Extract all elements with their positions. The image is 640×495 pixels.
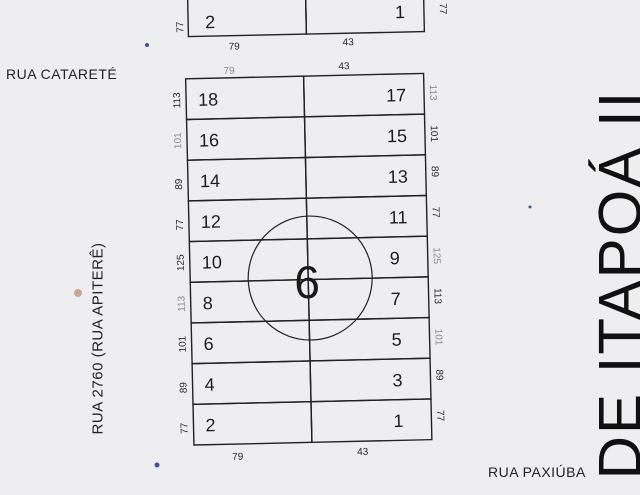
ink-dot [145,43,149,47]
lot-depth-right: 89 [429,166,440,178]
lot-label: 13 [388,167,408,187]
lot-label: 11 [389,207,408,227]
lot-label: 12 [201,212,221,232]
ink-dot [529,206,532,209]
upper-dim-right: 77 [437,3,448,15]
lot-label: 1 [393,411,403,431]
ink-dot [74,289,82,297]
lot-label: 3 [392,370,402,390]
lot-depth-right: 113 [431,288,442,305]
lot-depth-right: 101 [428,125,439,142]
lot-13 [305,155,426,198]
upper-dim-left: 77 [175,21,186,33]
upper-width-right: 43 [342,37,354,48]
bottom-width-left: 79 [232,452,244,463]
lot-depth-right: 101 [432,329,443,346]
lot-label: 8 [203,293,213,313]
lot-depth-left: 77 [179,422,190,434]
lot-label: 9 [390,248,400,268]
subdivision-name: DE ITAPOÁ II [586,75,640,495]
street-label-left: RUA 2760 (RUA APITERÊ) [90,233,107,445]
lot-1 [311,399,432,442]
lot-depth-right: 89 [433,369,444,381]
street-label-top: RUA CATARETÉ [6,66,117,82]
upper-block: 2 1 77 77 79 43 [175,0,449,54]
lot-label: 4 [204,374,214,394]
lot-label: 16 [199,130,219,150]
upper-lot-label-left: 2 [205,12,215,32]
lot-label: 6 [203,334,213,354]
block-number: 6 [294,256,321,309]
lot-17 [304,73,425,116]
lot-5 [309,318,430,361]
lot-label: 2 [205,415,215,435]
lot-label: 10 [202,252,222,272]
ink-dot [155,463,160,468]
lot-depth-left: 77 [175,219,186,231]
lot-depth-left: 125 [176,254,187,271]
lot-label: 18 [198,89,218,109]
lot-label: 5 [391,330,401,350]
lot-9 [307,236,428,279]
lot-3 [310,358,431,401]
lot-15 [305,114,426,157]
lot-depth-left: 89 [179,381,190,393]
lot-depth-left: 113 [172,92,183,109]
upper-lot-label-right: 1 [395,2,405,22]
lot-depth-right: 77 [434,410,445,422]
bottom-width-right: 43 [357,447,369,458]
lot-depth-left: 101 [173,132,184,149]
street-label-bottom: RUA PAXIÚBA [488,464,586,480]
upper-width-left: 79 [229,41,241,52]
lot-depth-left: 89 [174,178,185,190]
lot-depth-right: 125 [431,247,442,264]
upper-lot-1 [306,0,425,34]
lot-label: 7 [390,289,400,309]
lot-label: 15 [387,126,407,146]
lot-depth-left: 101 [177,335,188,352]
top-width-left: 79 [223,66,235,77]
lot-label: 17 [386,85,406,105]
lot-depth-right: 77 [430,207,441,219]
top-width-right: 43 [338,61,350,72]
lot-depth-right: 113 [427,84,438,101]
lot-depth-left: 113 [177,295,188,312]
lot-label: 14 [200,171,220,191]
